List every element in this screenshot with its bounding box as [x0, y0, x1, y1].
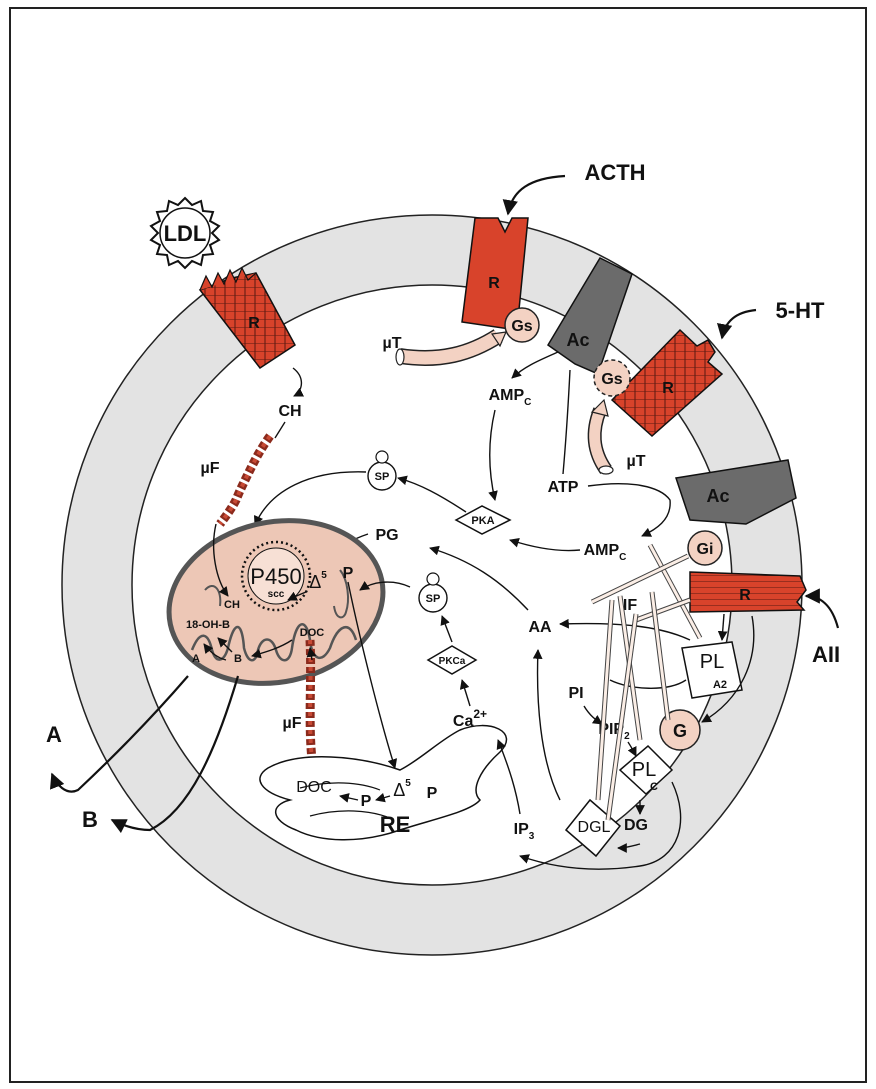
svg-text:PKCa: PKCa: [439, 656, 466, 667]
dg-label: DG: [624, 817, 648, 834]
pi-label: PI: [568, 685, 583, 702]
aii-label: AII: [812, 642, 840, 667]
svg-text:Ac: Ac: [566, 330, 589, 350]
gs-protein-5ht: Gs: [594, 360, 630, 396]
doc-label-mito: DOC: [300, 627, 325, 639]
five-ht-label: 5-HT: [776, 298, 825, 323]
svg-text:scc: scc: [268, 589, 285, 600]
pla2-enzyme: PL A2: [682, 642, 742, 698]
gs-protein-acth: Gs: [505, 308, 539, 342]
if-label: IF: [623, 597, 637, 614]
a-label-mito: A: [192, 653, 200, 665]
svg-text:PL: PL: [700, 651, 724, 673]
mu-t-label-right: µT: [627, 453, 646, 470]
p-label-re-right: P: [427, 785, 438, 802]
acth-receptor-label: R: [488, 275, 500, 292]
svg-text:DGL: DGL: [578, 819, 611, 836]
svg-text:P450: P450: [250, 564, 301, 589]
svg-text:PL: PL: [632, 759, 656, 781]
svg-text:C: C: [650, 781, 658, 793]
svg-text:SP: SP: [426, 593, 441, 605]
svg-text:Ac: Ac: [706, 486, 729, 506]
svg-text:PKA: PKA: [471, 515, 494, 527]
aii-receptor: R: [690, 572, 806, 612]
svg-text:R: R: [662, 380, 674, 397]
ch-label-mito: CH: [224, 599, 240, 611]
svg-text:G: G: [673, 721, 687, 741]
b-label-mito: B: [234, 653, 242, 665]
re-label: RE: [380, 812, 411, 837]
ldl-label: LDL: [164, 221, 207, 246]
svg-text:Gs: Gs: [511, 318, 532, 335]
atp-label: ATP: [548, 479, 579, 496]
p-label-mito: P: [343, 565, 354, 582]
b-output-label: B: [82, 807, 98, 832]
mu-f-label-upper: µF: [201, 460, 220, 477]
mu-f-label-lower: µF: [283, 715, 302, 732]
a-output-label: A: [46, 722, 62, 747]
doc-label-re: DOC: [296, 779, 332, 796]
p-label-re-left: P: [361, 793, 372, 810]
18-oh-b-label: 18-OH-B: [186, 619, 230, 631]
svg-text:SP: SP: [375, 471, 390, 483]
svg-text:A2: A2: [713, 679, 727, 691]
svg-text:Gs: Gs: [601, 371, 622, 388]
pg-label: PG: [375, 527, 398, 544]
aa-label: AA: [528, 619, 552, 636]
svg-text:Gi: Gi: [697, 541, 714, 558]
ch-label-top: CH: [278, 403, 301, 420]
gi-protein: Gi: [688, 531, 722, 565]
svg-text:R: R: [739, 587, 751, 604]
ldl-receptor-label: R: [248, 315, 260, 332]
acth-label: ACTH: [584, 160, 645, 185]
